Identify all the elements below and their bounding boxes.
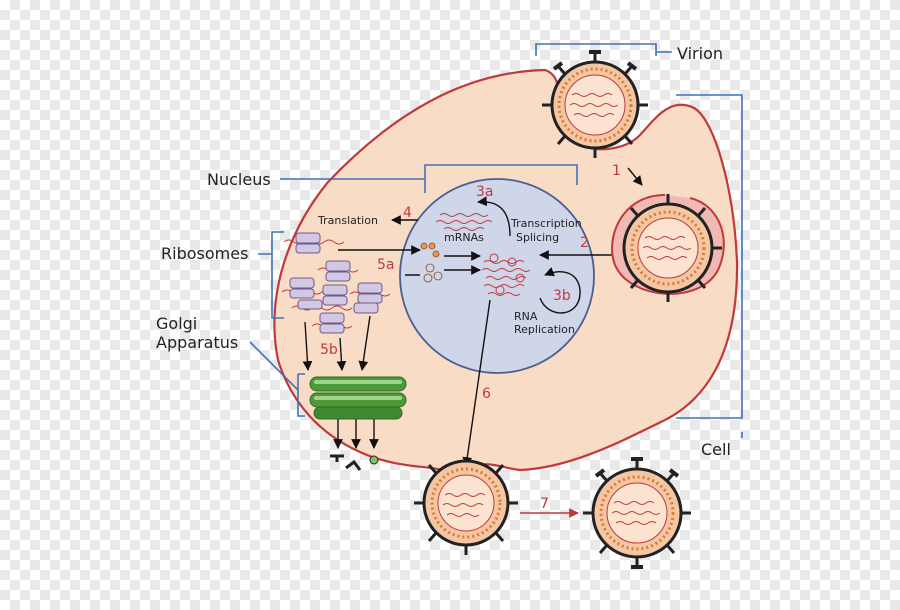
arrow-5b-mid: [336, 337, 347, 371]
nucleus-label: Nucleus: [207, 170, 271, 189]
step-2: 2: [580, 235, 589, 251]
step-3a: 3a: [476, 184, 494, 200]
rna-label: RNA: [514, 310, 538, 323]
splicing-label: Splicing: [516, 231, 559, 244]
cell-label: Cell: [701, 440, 731, 459]
replication-label: Replication: [514, 323, 575, 336]
arrow-5a-bottom: [405, 270, 480, 275]
mrnas-label: mRNAs: [444, 231, 484, 244]
arrow-5b-left: [302, 321, 313, 371]
arrow-3b: [539, 267, 581, 314]
nucleus-bracket: [280, 164, 578, 193]
step-1: 1: [612, 163, 621, 179]
cell-bracket: [676, 94, 743, 438]
virion-budding: [414, 459, 518, 555]
step-3b: 3b: [553, 288, 571, 304]
ribosomes: [281, 232, 391, 334]
golgi-label-line1: Golgi: [156, 314, 197, 333]
golgi-bracket: [249, 341, 305, 417]
step-7: 7: [540, 496, 549, 512]
ribosomes-bracket: [258, 231, 284, 319]
transcription-label: Transcription: [510, 217, 582, 230]
arrow-5b-right: [358, 315, 371, 371]
arrow-step1: [627, 167, 643, 186]
viral-rna-cluster: [481, 253, 531, 296]
translation-label: Translation: [317, 214, 378, 227]
surface-proteins: [330, 454, 379, 471]
step-5b: 5b: [320, 342, 338, 358]
golgi-apparatus: [309, 376, 407, 420]
arrow-3a: [477, 196, 511, 237]
step-4: 4: [403, 205, 412, 221]
virion-label: Virion: [677, 44, 723, 63]
arrow-step6: [462, 299, 491, 467]
virion-fusing: [611, 194, 725, 302]
virion-attaching: [542, 50, 648, 158]
protein-granules: [420, 242, 443, 283]
golgi-label-line2: Apparatus: [156, 333, 238, 352]
ribosomes-label: Ribosomes: [161, 244, 248, 263]
nucleus: [399, 178, 595, 374]
step-6: 6: [482, 386, 491, 402]
virion-bracket: [535, 43, 672, 56]
step-5a: 5a: [377, 257, 395, 273]
virion-released: [583, 457, 691, 569]
mrna-strands: [435, 213, 493, 231]
